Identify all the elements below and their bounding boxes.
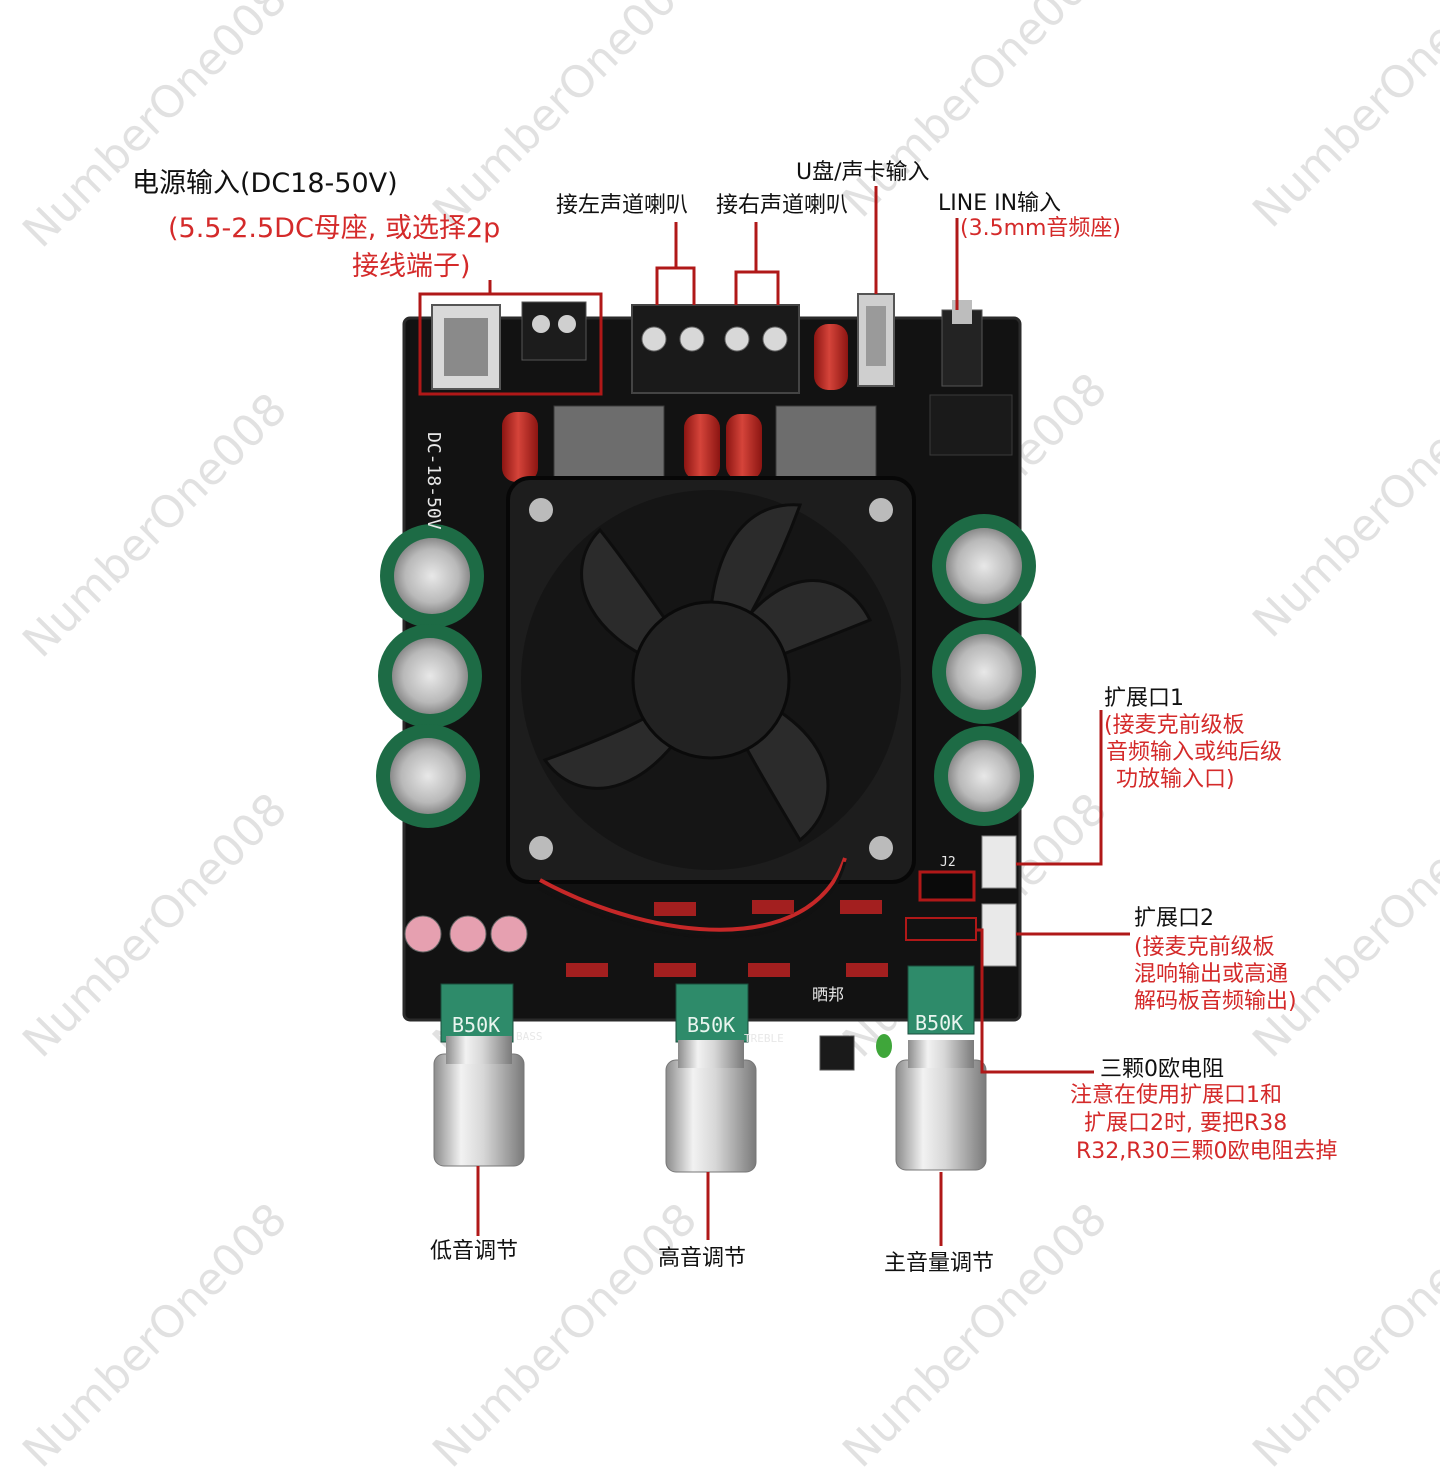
left-speaker-label: 接左声道喇叭 [556,193,689,218]
resistor-title: 三颗0欧电阻 [1100,1057,1224,1082]
capacitors-left [376,524,484,828]
ext1-note-3: 功放输入口) [1116,767,1235,792]
j2-silk: J2 [940,855,956,870]
line-in-label: LINE IN输入 [938,191,1062,216]
volume-pot [895,965,987,1171]
ext1-note-2: 音频输入或纯后级 [1106,740,1283,765]
ext2-note-2: 混响输出或高通 [1134,962,1289,987]
bass-pot [433,983,525,1167]
bass-silk: BASS [516,1030,543,1043]
ext2-note-3: 解码板音频输出) [1134,989,1297,1014]
capacitors-right [932,514,1036,826]
ext-port-1 [981,835,1017,889]
treble-pot [665,983,757,1173]
ext1-note-1: (接麦克前级板 [1104,713,1245,738]
power-terminal [521,301,587,361]
silk-voltage: DC-18-50V [423,432,444,530]
treble-label: 高音调节 [658,1246,747,1271]
resistor-note-2: 扩展口2时, 要把R38 [1084,1111,1288,1136]
pot-bass-marking: B50K [452,1013,500,1037]
annotation-lines [476,186,1130,1246]
amplifier-board: DC-18-50V B50K B50K B50K BASS TREBLE J2 … [376,186,1130,1246]
bass-label: 低音调节 [430,1239,519,1264]
right-speaker-label: 接右声道喇叭 [716,193,849,218]
usb-input-label: U盘/声卡输入 [796,160,930,185]
power-input-note-1: (5.5-2.5DC母座, 或选择2p [168,213,501,244]
ext2-note-1: (接麦克前级板 [1134,935,1275,960]
power-input-note-2: 接线端子) [352,251,471,282]
pot-volume-marking: B50K [915,1011,963,1035]
power-highlight-box [418,292,603,396]
brand-silk: 晒邦 [812,985,844,1004]
ext2-title: 扩展口2 [1134,906,1214,931]
ext1-title: 扩展口1 [1104,686,1184,711]
power-input-title: 电源输入(DC18-50V) [132,168,398,199]
resistor-note-3: R32,R30三颗0欧电阻去掉 [1076,1139,1338,1164]
cooling-fan [506,476,916,884]
j2-header [918,870,976,902]
resistor-note-1: 注意在使用扩展口1和 [1070,1083,1282,1108]
ext-port-2 [981,903,1017,967]
volume-label: 主音量调节 [884,1251,995,1276]
pot-treble-marking: B50K [687,1013,735,1037]
treble-silk: TREBLE [744,1032,784,1045]
line-in-note: (3.5mm音频座) [960,216,1122,241]
